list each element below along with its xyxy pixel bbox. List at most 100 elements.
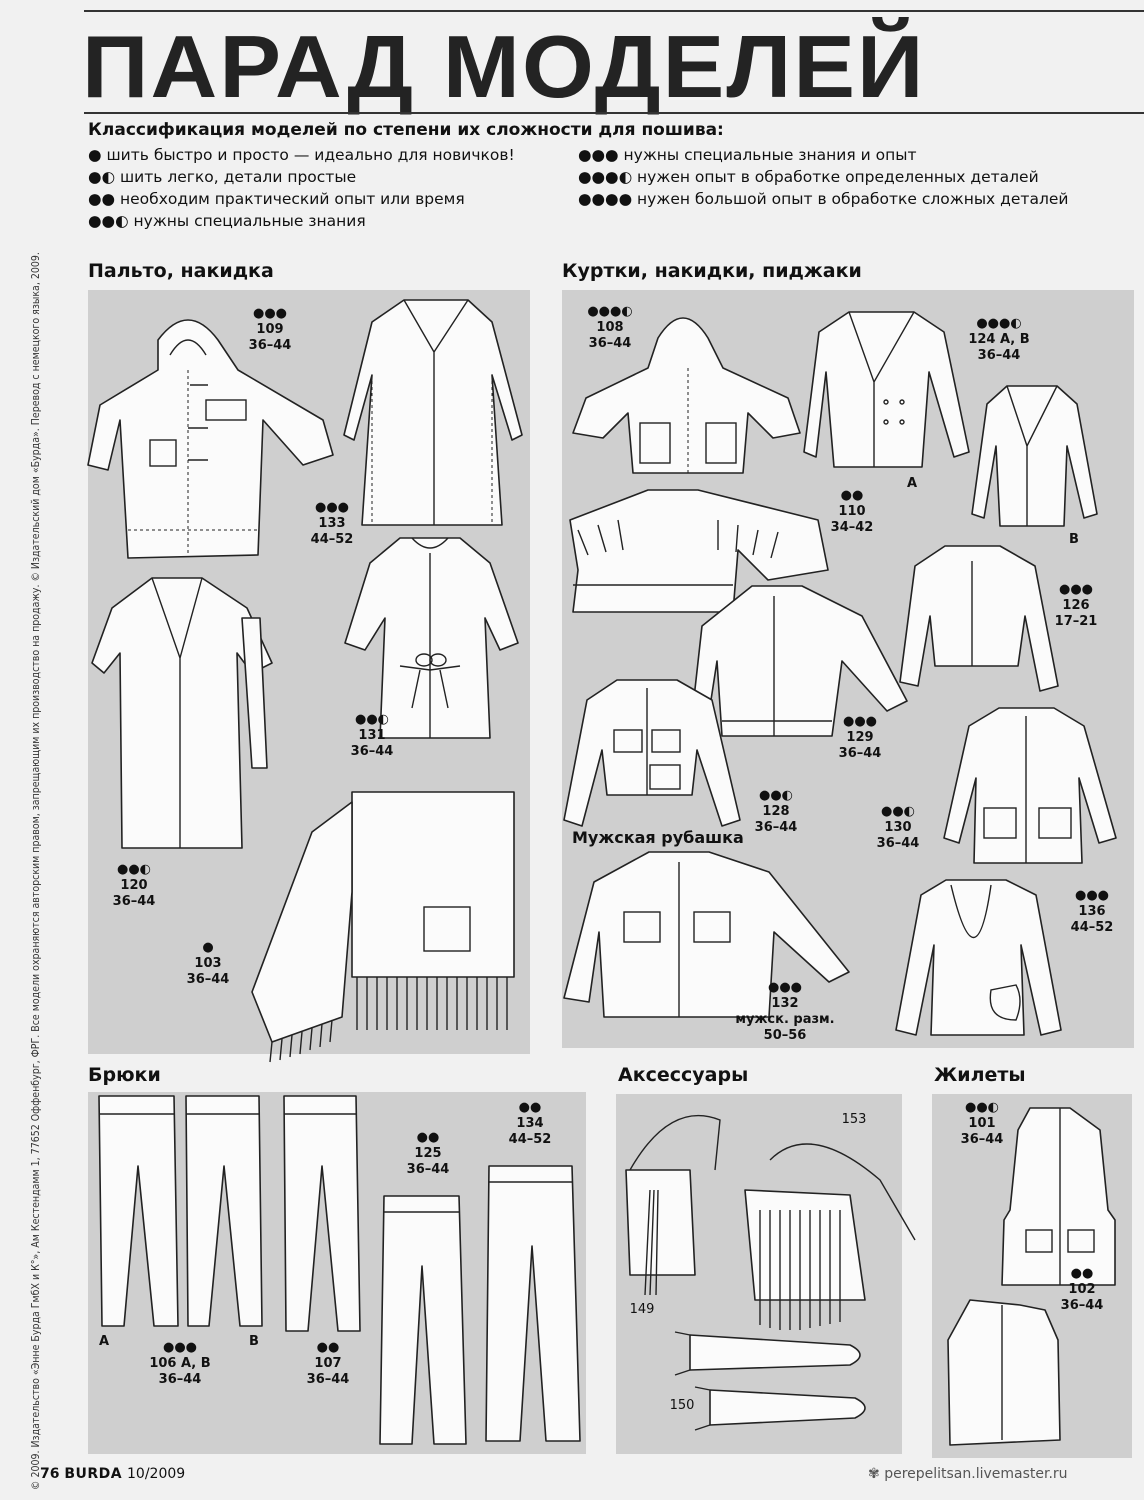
model-number: 110 [838, 504, 866, 519]
difficulty-dots: ●●● [1058, 582, 1094, 597]
difficulty-dots: ●●● [1074, 888, 1110, 903]
jacket-110-drawing [569, 489, 829, 613]
model-label-101: ●●◐ 101 36–44 [950, 1100, 1014, 1148]
model-number: 101 [968, 1116, 996, 1131]
model-label-107: ●● 107 36–44 [296, 1340, 360, 1388]
model-size: 36–44 [158, 1372, 202, 1387]
watermark-text: perepelitsan.livemaster.ru [884, 1466, 1068, 1482]
issue-number: 10/2009 [127, 1466, 186, 1482]
variant-b-label: B [249, 1334, 259, 1349]
difficulty-dots: ●● [1070, 1266, 1094, 1281]
difficulty-dots: ●● [518, 1100, 542, 1115]
model-number: 133 [318, 516, 346, 531]
model-size: 34–42 [830, 520, 874, 535]
magazine-brand: BURDA [64, 1466, 123, 1482]
variant-b-label: B [1069, 532, 1079, 547]
model-size: 44–52 [1070, 920, 1114, 935]
jacket-108-drawing [572, 317, 801, 474]
legend-text: необходим практический опыт или время [120, 190, 465, 208]
model-number: 134 [516, 1116, 544, 1131]
model-size: 44–52 [310, 532, 354, 547]
legend-text: нужен большой опыт в обработке сложных д… [637, 190, 1069, 208]
model-number: 106 A, B [149, 1356, 211, 1371]
difficulty-dots: ●●◐ [88, 212, 129, 230]
model-label-132: ●●● 132 мужск. разм. 50–56 [730, 980, 840, 1044]
model-number: 107 [314, 1356, 342, 1371]
model-label-120: ●●◐ 120 36–44 [102, 862, 166, 910]
coat-109-drawing [87, 319, 334, 559]
difficulty-dots: ●●● [578, 146, 619, 164]
copyright-side-note: © 2009. Издательство «Энне Бурда ГмбХ и … [30, 252, 42, 1490]
model-number: 125 [414, 1146, 442, 1161]
model-size: 50–56 [763, 1028, 807, 1043]
legend-item: ●●●● нужен большой опыт в обработке слож… [578, 188, 1068, 210]
legend-item: ●◐ шить легко, детали простые [88, 166, 515, 188]
section-title-accessories: Аксессуары [618, 1064, 749, 1086]
difficulty-dots: ●● [316, 1340, 340, 1355]
jacket-136-drawing [895, 879, 1062, 1036]
model-size: 36–44 [186, 972, 230, 987]
model-label-109: ●●● 109 36–44 [238, 306, 302, 354]
model-label-108: ●●●◐ 108 36–44 [578, 304, 642, 352]
watermark: ✾ perepelitsan.livemaster.ru [868, 1466, 1068, 1482]
difficulty-dots: ●●◐ [758, 788, 794, 803]
jacket-124b-drawing [971, 385, 1098, 527]
model-size: 36–44 [112, 894, 156, 909]
model-size: 36–44 [876, 836, 920, 851]
model-number: 103 [194, 956, 222, 971]
model-label-124: ●●●◐ 124 A, B 36–44 [964, 316, 1034, 364]
model-number: 124 A, B [968, 332, 1030, 347]
model-size: мужск. разм. [735, 1012, 835, 1027]
model-label-134: ●● 134 44–52 [498, 1100, 562, 1148]
legend-right: ●●● нужны специальные знания и опыт ●●●◐… [578, 144, 1068, 210]
model-label-133: ●●● 133 44–52 [300, 500, 364, 548]
difficulty-dots: ●●●◐ [587, 304, 633, 319]
variant-a-label: A [906, 476, 918, 491]
model-size: 36–44 [977, 348, 1021, 363]
model-number: 131 [358, 728, 386, 743]
jacket-128-drawing [563, 679, 741, 827]
model-label-103: ● 103 36–44 [176, 940, 240, 988]
model-label-110: ●● 110 34–42 [820, 488, 884, 536]
legend-text: шить быстро и просто — идеально для нови… [106, 146, 515, 164]
model-number: 108 [596, 320, 624, 335]
header-bottom-rule [84, 112, 1144, 114]
legend-item: ●● необходим практический опыт или время [88, 188, 515, 210]
coat-131-drawing [344, 537, 519, 739]
legend-text: нужны специальные знания [133, 212, 366, 230]
difficulty-dots: ●●◐ [116, 862, 152, 877]
model-label-125: ●● 125 36–44 [396, 1130, 460, 1178]
difficulty-dots: ●●●● [578, 190, 633, 208]
model-size: 36–44 [306, 1372, 350, 1387]
model-size: 36–44 [350, 744, 394, 759]
model-size: 36–44 [406, 1162, 450, 1177]
model-number: 120 [120, 878, 148, 893]
model-number: 126 [1062, 598, 1090, 613]
coat-120-drawing [91, 577, 273, 849]
legend-left: ● шить быстро и просто — идеально для но… [88, 144, 515, 232]
legend-item: ●●●◐ нужен опыт в обработке определенных… [578, 166, 1068, 188]
jacket-124a-drawing [803, 311, 970, 468]
coat-133-drawing [343, 299, 523, 526]
legend-text: нужны специальные знания и опыт [623, 146, 917, 164]
accessories-drawings [625, 1114, 916, 1431]
difficulty-dots: ●◐ [88, 168, 116, 186]
difficulty-dots: ●●●◐ [578, 168, 633, 186]
page-footer: 76 BURDA 10/2009 [40, 1466, 185, 1482]
difficulty-dots: ●●● [314, 500, 350, 515]
model-label-106: ●●● 106 A, B 36–44 [142, 1340, 218, 1388]
difficulty-dots: ●●● [162, 1340, 198, 1355]
difficulty-dots: ●●◐ [880, 804, 916, 819]
variant-a-label: A [98, 1334, 110, 1349]
legend-item: ● шить быстро и просто — идеально для но… [88, 144, 515, 166]
model-label-150: 150 [669, 1398, 695, 1413]
difficulty-dots: ● [88, 146, 102, 164]
model-size: 36–44 [1060, 1298, 1104, 1313]
legend-text: нужен опыт в обработке определенных дета… [637, 168, 1039, 186]
header-top-rule [84, 10, 1144, 12]
model-label-131: ●●◐ 131 36–44 [340, 712, 404, 760]
legend-text: шить легко, детали простые [120, 168, 357, 186]
model-number: 136 [1078, 904, 1106, 919]
legend-heading: Классификация моделей по степени их слож… [88, 120, 724, 140]
section-title-jackets: Куртки, накидки, пиджаки [562, 260, 862, 282]
